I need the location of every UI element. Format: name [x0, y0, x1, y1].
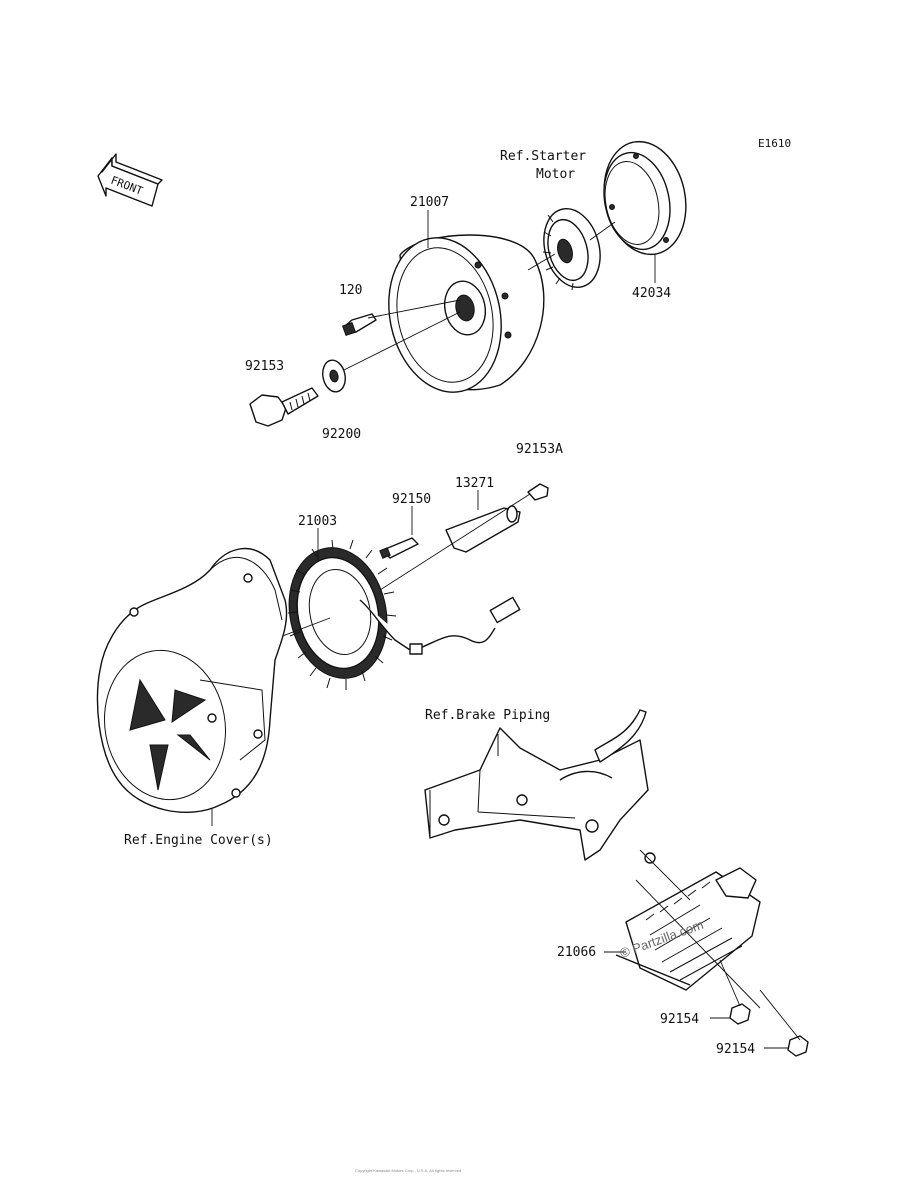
bolt-92150 — [379, 537, 419, 559]
washer-92200 — [322, 359, 346, 393]
label-21007: 21007 — [410, 195, 449, 210]
label-92154-a: 92154 — [660, 1012, 699, 1027]
label-120: 120 — [339, 283, 362, 298]
stator-21003 — [287, 539, 521, 690]
footer-copyright: Copyright Kawasaki Motors Corp., U.S.A. … — [355, 1168, 462, 1173]
engine-cover — [96, 547, 288, 813]
starter-clutch-cover-42034 — [603, 140, 687, 256]
label-21066: 21066 — [557, 945, 596, 960]
label-13271: 13271 — [455, 476, 494, 491]
label-92200: 92200 — [322, 427, 361, 442]
starter-clutch-gear — [542, 208, 601, 291]
regulator-rectifier-21066 — [615, 867, 761, 1009]
label-92154-b: 92154 — [716, 1042, 755, 1057]
label-ref-brake-piping: Ref.Brake Piping — [425, 708, 550, 723]
label-ref-starter-motor-line2: Motor — [536, 167, 575, 182]
bolt-92154-b — [787, 1035, 809, 1057]
mount-bracket — [424, 709, 656, 864]
label-ref-engine-cover: Ref.Engine Cover(s) — [124, 833, 273, 848]
label-92153a: 92153A — [516, 442, 563, 457]
label-92150: 92150 — [392, 492, 431, 507]
bolt-120 — [341, 313, 377, 337]
bolt-92153 — [249, 387, 319, 427]
label-ref-starter-motor: Ref.Starter — [500, 149, 586, 164]
diagram-code: E1610 — [758, 137, 791, 150]
front-arrow-icon: FRONT — [97, 153, 163, 207]
screw-92153a — [527, 483, 549, 501]
label-92153: 92153 — [245, 359, 284, 374]
label-42034: 42034 — [632, 286, 671, 301]
label-21003: 21003 — [298, 514, 337, 529]
bolt-92154-a — [729, 1003, 751, 1025]
rotor-21007 — [388, 234, 545, 393]
bracket-13271 — [445, 505, 521, 553]
